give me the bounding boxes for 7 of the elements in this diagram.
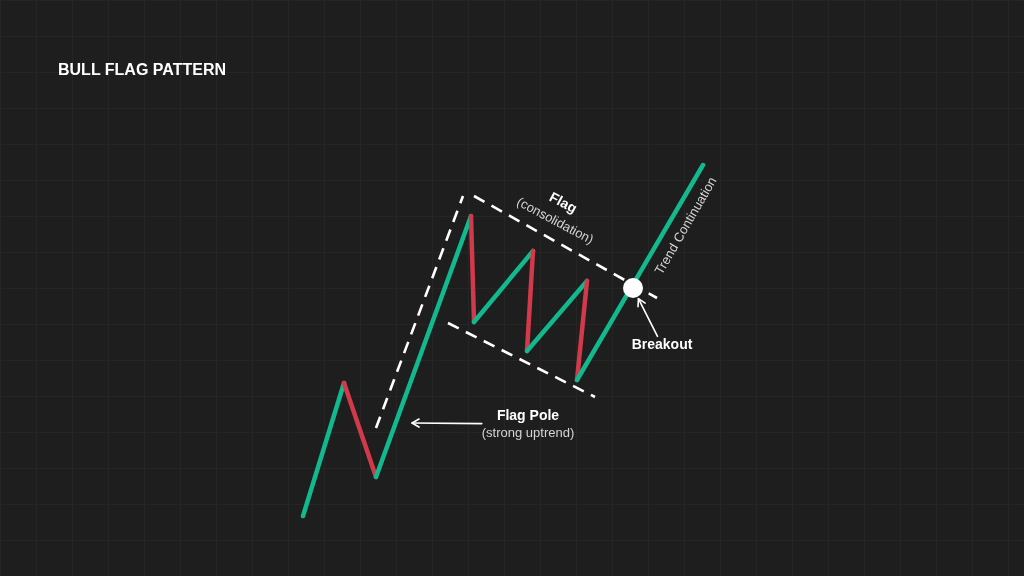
breakout-label: Breakout: [631, 336, 693, 354]
breakout-point: [623, 278, 643, 298]
flag-pole-label: Flag Pole: [495, 407, 561, 425]
leader-arrow: [637, 297, 659, 338]
diagram-title: BULL FLAG PATTERN: [58, 60, 226, 80]
leader-arrow: [411, 418, 483, 428]
flag-pole-caption: (strong uptrend): [481, 424, 575, 441]
